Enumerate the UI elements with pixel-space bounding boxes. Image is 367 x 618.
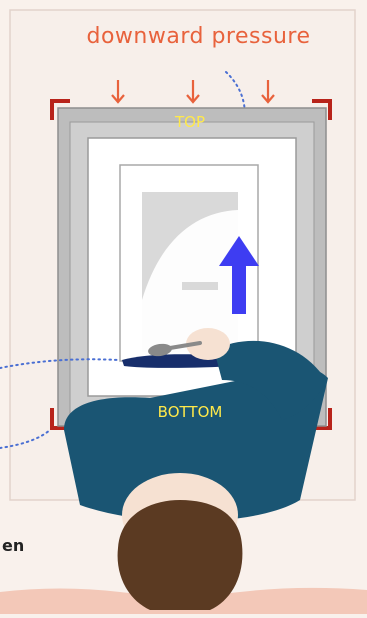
down-arrows	[111, 80, 275, 104]
diagram-title: downward pressure	[86, 24, 311, 49]
side-text-fragment: en	[2, 536, 25, 555]
artwork-mark	[182, 282, 218, 290]
artwork-curve	[142, 210, 238, 352]
left-leader-bottom	[0, 429, 51, 449]
person-torso	[64, 364, 328, 522]
frame-top-label: TOP	[174, 113, 205, 131]
corner-brackets	[50, 99, 332, 430]
down-arrow-icon	[111, 80, 125, 104]
hair	[117, 500, 243, 610]
spoon-icon	[148, 341, 202, 357]
down-arrow-icon	[186, 80, 200, 104]
frame-bottom-label: BOTTOM	[157, 403, 223, 421]
down-arrow-icon	[261, 80, 275, 104]
up-arrow-icon	[219, 236, 259, 314]
hand	[186, 328, 230, 360]
left-leader-top	[0, 358, 119, 369]
person-arm	[214, 340, 326, 420]
